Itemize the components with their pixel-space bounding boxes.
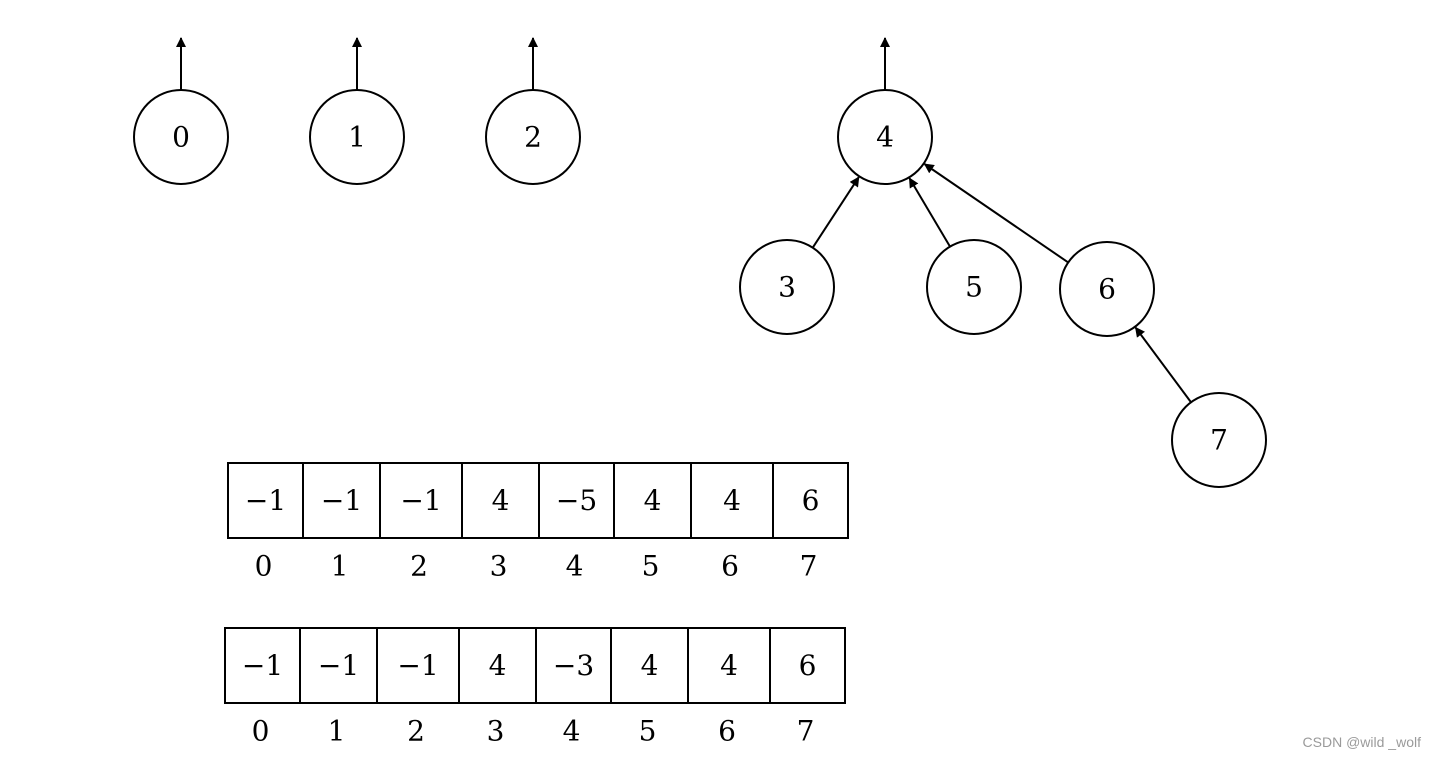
node-label: 2 xyxy=(524,121,542,154)
node-label: 0 xyxy=(172,121,190,154)
array-cell: −1 1 xyxy=(302,462,381,583)
node-label: 5 xyxy=(965,271,983,304)
cell-value: −1 xyxy=(397,649,438,682)
array-cell: −1 2 xyxy=(379,462,463,583)
cell-index: 3 xyxy=(490,550,508,583)
cell-index: 6 xyxy=(718,715,736,748)
cell-index: 1 xyxy=(328,715,346,748)
array-cell: 45 xyxy=(610,627,689,748)
cell-box xyxy=(690,462,774,539)
watermark: CSDN @wild _wolf xyxy=(1302,734,1421,750)
cell-box xyxy=(613,462,692,539)
cell-box xyxy=(772,462,849,539)
tree-edges xyxy=(176,37,1192,403)
node-circle xyxy=(133,89,229,185)
array-cell: −5 4 xyxy=(538,462,615,583)
cell-index: 7 xyxy=(797,715,815,748)
cell-index: 5 xyxy=(639,715,657,748)
tree-node-3: 3 xyxy=(739,239,835,335)
node-circle xyxy=(1171,392,1267,488)
array-cell: 45 xyxy=(613,462,692,583)
cell-index: 0 xyxy=(255,550,273,583)
cell-box xyxy=(224,627,301,704)
cell-index: 2 xyxy=(410,550,428,583)
node-label: 6 xyxy=(1098,273,1116,306)
cell-index: 4 xyxy=(566,550,584,583)
cell-index: 0 xyxy=(252,715,270,748)
cell-value: −1 xyxy=(245,484,286,517)
cell-value: 6 xyxy=(799,649,817,682)
cell-index: 1 xyxy=(331,550,349,583)
cell-value: 4 xyxy=(723,484,741,517)
edge-3-to-4 xyxy=(811,176,860,249)
tree-node-0: 0 xyxy=(133,89,229,185)
array-cell: −1 0 xyxy=(227,462,304,583)
cell-index: 4 xyxy=(563,715,581,748)
cell-box xyxy=(535,627,612,704)
tree-node-6: 6 xyxy=(1059,241,1155,337)
node-circle xyxy=(739,239,835,335)
tree-node-5: 5 xyxy=(926,239,1022,335)
tree-node-1: 1 xyxy=(309,89,405,185)
cell-box xyxy=(769,627,846,704)
cell-box xyxy=(458,627,537,704)
cell-index: 7 xyxy=(800,550,818,583)
cell-box xyxy=(299,627,378,704)
array-cell: −1 1 xyxy=(299,627,378,748)
cell-value: −1 xyxy=(321,484,362,517)
array-cell: −3 4 xyxy=(535,627,612,748)
cell-box xyxy=(376,627,460,704)
array-cell: 43 xyxy=(461,462,540,583)
cell-value: −1 xyxy=(318,649,359,682)
cell-value: 4 xyxy=(720,649,738,682)
node-circle xyxy=(485,89,581,185)
cell-value: −3 xyxy=(553,649,594,682)
node-label: 1 xyxy=(348,121,366,154)
cell-index: 2 xyxy=(407,715,425,748)
cell-value: 6 xyxy=(802,484,820,517)
array-cell: −1 2 xyxy=(376,627,460,748)
tree-nodes: 0 1 2 4 3 5 6 7 xyxy=(133,89,1267,488)
array-cell: 46 xyxy=(690,462,774,583)
cell-box xyxy=(687,627,771,704)
cell-value: 4 xyxy=(641,649,659,682)
node-circle xyxy=(837,89,933,185)
edge-6-to-4 xyxy=(923,163,1069,264)
array-cell: 46 xyxy=(687,627,771,748)
array-cell: 67 xyxy=(769,627,846,748)
array-cell: −1 0 xyxy=(224,627,301,748)
edge-7-to-6 xyxy=(1134,326,1192,403)
cell-box xyxy=(538,462,615,539)
node-circle xyxy=(1059,241,1155,337)
edge-5-to-4 xyxy=(908,177,951,248)
cell-value: −1 xyxy=(400,484,441,517)
tree-node-7: 7 xyxy=(1171,392,1267,488)
cell-index: 3 xyxy=(487,715,505,748)
cell-box xyxy=(379,462,463,539)
array-cell: 43 xyxy=(458,627,537,748)
node-circle xyxy=(309,89,405,185)
node-circle xyxy=(926,239,1022,335)
array-cell: 67 xyxy=(772,462,849,583)
cell-value: −1 xyxy=(242,649,283,682)
cell-index: 5 xyxy=(642,550,660,583)
node-label: 7 xyxy=(1210,424,1228,457)
node-label: 3 xyxy=(778,271,796,304)
tree-node-2: 2 xyxy=(485,89,581,185)
node-label: 4 xyxy=(876,121,894,154)
cell-box xyxy=(302,462,381,539)
cell-value: 4 xyxy=(492,484,510,517)
cell-box xyxy=(461,462,540,539)
cell-value: 4 xyxy=(489,649,507,682)
cell-value: 4 xyxy=(644,484,662,517)
cell-index: 6 xyxy=(721,550,739,583)
tree-node-4: 4 xyxy=(837,89,933,185)
cell-value: −5 xyxy=(556,484,597,517)
